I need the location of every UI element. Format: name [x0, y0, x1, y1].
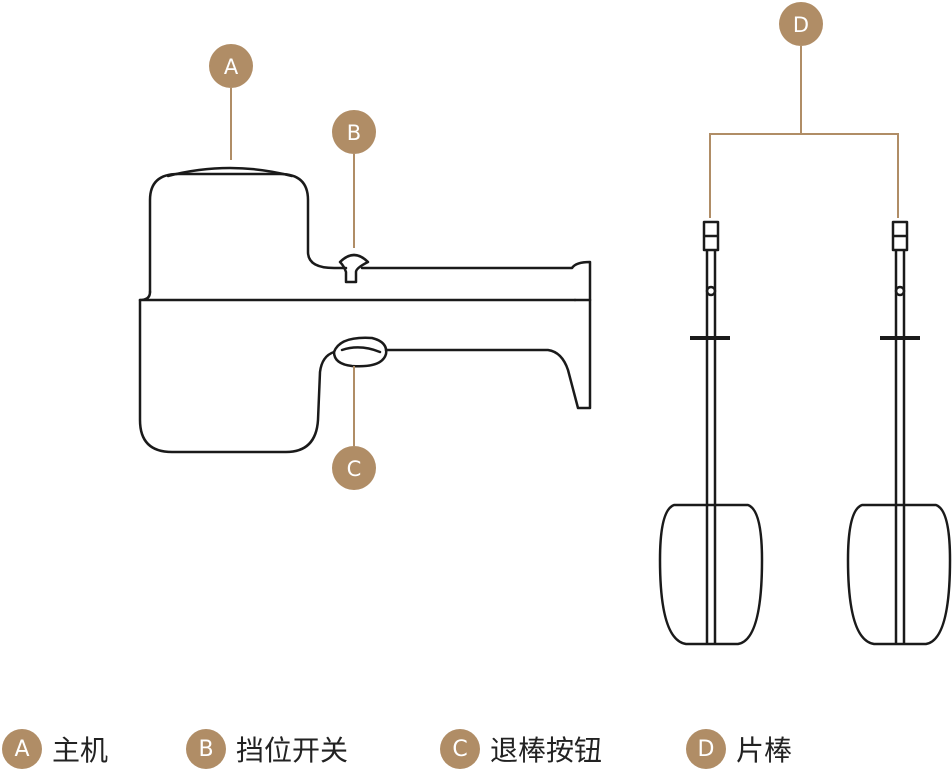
- legend-badge: C: [440, 729, 480, 769]
- callout-c: C: [332, 446, 376, 490]
- callout-d-letter: D: [793, 13, 809, 37]
- rod-left-pad: [658, 503, 764, 646]
- legend-label: 挡位开关: [236, 734, 349, 767]
- callout-b: B: [332, 110, 376, 154]
- rod-left: [658, 220, 764, 646]
- legend-label: 主机: [52, 734, 109, 767]
- eject-button: [332, 336, 388, 368]
- callout-c-letter: C: [347, 457, 362, 481]
- leader-lines: [230, 46, 899, 446]
- main-unit-upper-body: [148, 172, 592, 302]
- legend-label: 退棒按钮: [490, 734, 603, 767]
- eject-button-groove: [340, 346, 382, 354]
- main-unit-divider: [138, 290, 577, 302]
- legend-item-main-unit: A 主机: [2, 725, 108, 773]
- main-unit: [138, 166, 592, 454]
- legend-item-eject-button: C 退棒按钮: [440, 725, 602, 773]
- legend: A 主机 B 挡位开关 C 退棒按钮 D 片棒: [0, 725, 952, 777]
- legend-item-gear-switch: B 挡位开关: [186, 725, 348, 773]
- leader-d: [709, 46, 899, 218]
- rod-left-pin: [705, 285, 717, 297]
- callout-d: D: [779, 2, 823, 46]
- callout-a: A: [209, 44, 253, 88]
- legend-badge: A: [2, 729, 42, 769]
- rod-right-pin: [894, 285, 906, 297]
- main-unit-lower-body: [138, 298, 592, 454]
- legend-item-rod: D 片棒: [686, 725, 792, 773]
- gear-switch-knob: [338, 253, 370, 284]
- callout-a-letter: A: [224, 55, 239, 79]
- callout-b-letter: B: [347, 121, 361, 145]
- rod-right: [846, 220, 952, 646]
- legend-badge: D: [686, 729, 726, 769]
- legend-label: 片棒: [736, 734, 793, 767]
- rod-right-pad: [846, 503, 952, 646]
- legend-badge: B: [186, 729, 226, 769]
